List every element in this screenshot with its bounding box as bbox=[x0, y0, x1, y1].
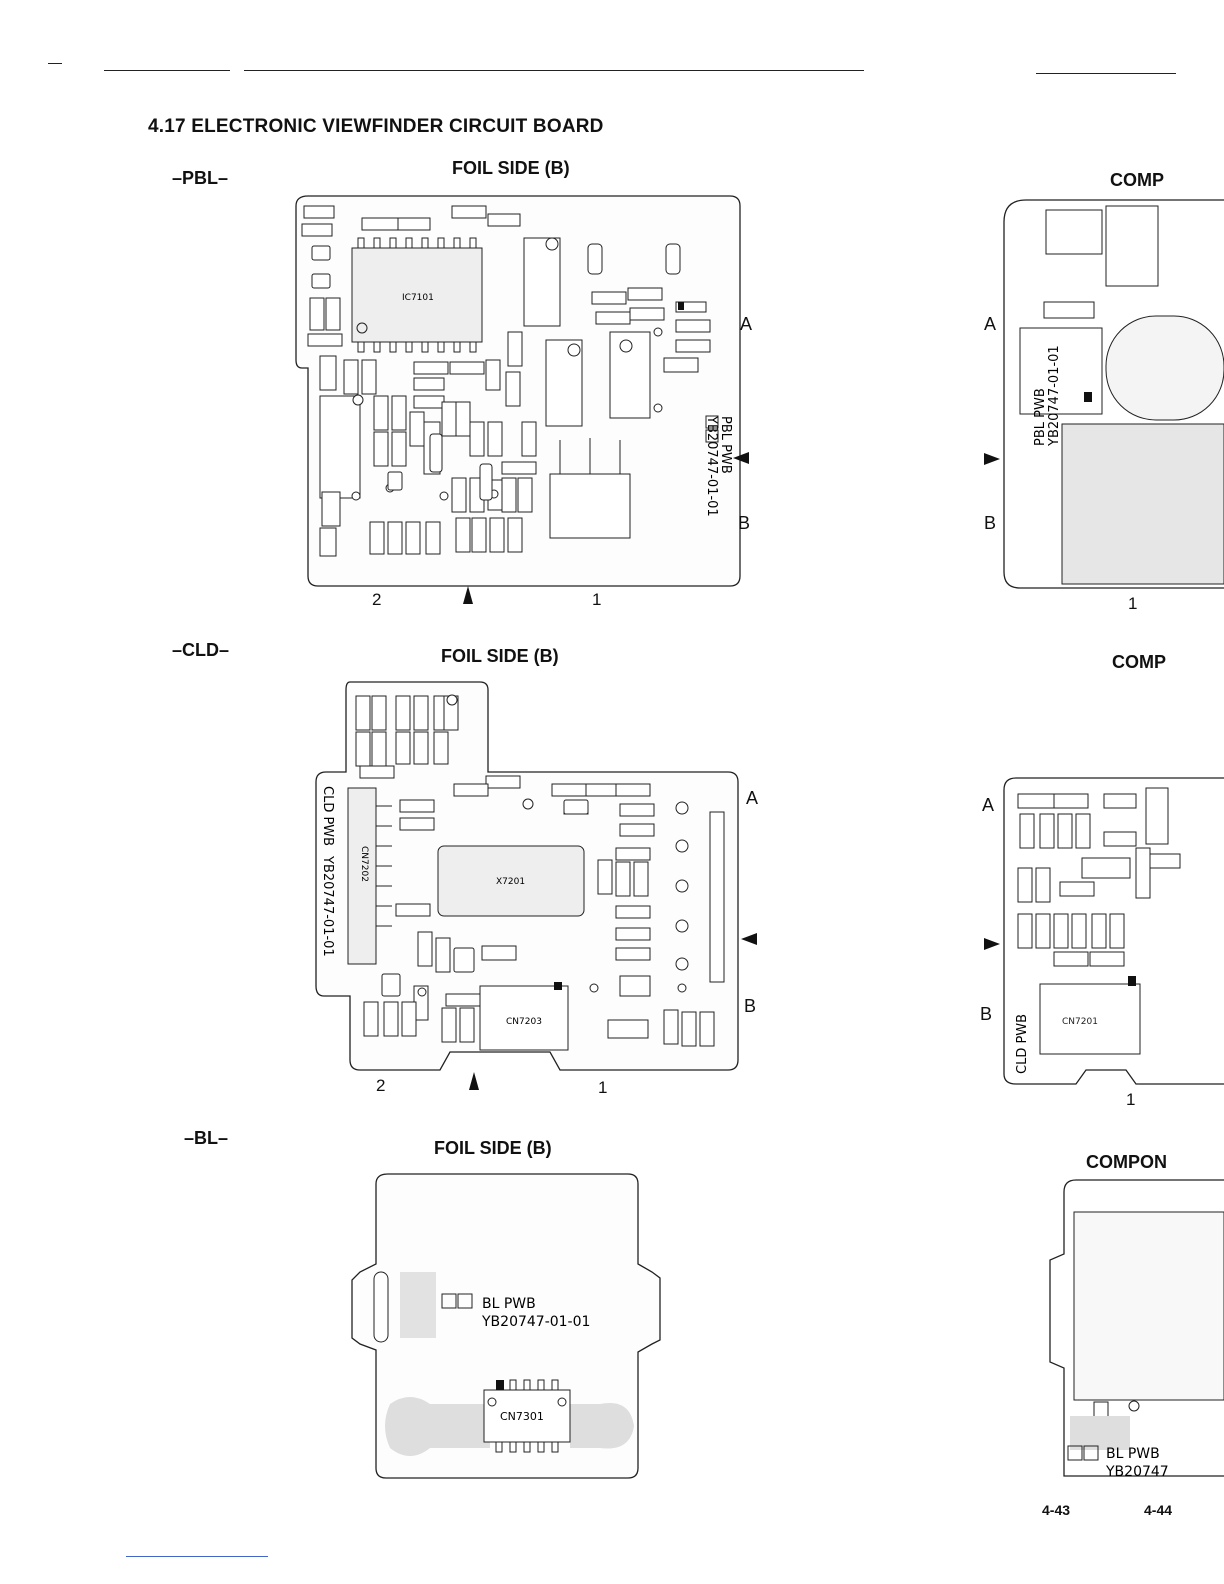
pbl-comp-row-b: B bbox=[984, 513, 997, 533]
top-rule-left-short bbox=[104, 70, 230, 71]
cld-row-b: B bbox=[744, 996, 757, 1016]
pbl-comp-pwb-number: YB20747-01-01 bbox=[1047, 345, 1062, 447]
cld-variant-label: –CLD– bbox=[172, 640, 230, 660]
bl-pwb-name: BL PWB bbox=[482, 1296, 536, 1312]
cld-comp-pointer bbox=[984, 938, 1000, 950]
bl-comp-header: COMPON bbox=[1086, 1152, 1167, 1172]
top-rule-tiny bbox=[48, 63, 62, 64]
pbl-comp-header: COMP bbox=[1110, 170, 1164, 190]
pbl-pwb-number: YB20747-01-01 bbox=[704, 415, 719, 517]
pbl-pwb-name: PBL PWB bbox=[718, 416, 733, 474]
page-number-left: 4-43 bbox=[1042, 1502, 1071, 1518]
pbl-foil-header: FOIL SIDE (B) bbox=[452, 158, 570, 178]
pbl-comp-row-a: A bbox=[984, 314, 997, 334]
bl-comp-pwb-name: BL PWB bbox=[1106, 1446, 1160, 1462]
cld-edge-left: 2 bbox=[376, 1076, 386, 1095]
top-rule-main bbox=[244, 70, 864, 71]
page-number-right: 4-44 bbox=[1144, 1502, 1173, 1518]
bottom-blue-rule bbox=[126, 1556, 268, 1557]
pbl-comp-pwb-name: PBL PWB bbox=[1033, 388, 1048, 446]
cld-xtal-label: X7201 bbox=[496, 877, 525, 887]
pbl-component-board: PBL PWB YB20747-01-01 bbox=[1003, 199, 1224, 589]
cld-pointer-right bbox=[741, 933, 757, 945]
pbl-pointer-right bbox=[733, 452, 749, 464]
top-rule-right bbox=[1036, 73, 1176, 74]
cld-pwb-number: YB20747-01-01 bbox=[320, 855, 335, 957]
section-title: 4.17 ELECTRONIC VIEWFINDER CIRCUIT BOARD bbox=[148, 116, 604, 137]
pbl-comp-edge: 1 bbox=[1128, 594, 1138, 613]
bl-foil-board: BL PWB YB20747-01-01 CN7301 bbox=[351, 1173, 661, 1479]
bl-pwb-number: YB20747-01-01 bbox=[481, 1314, 590, 1330]
pbl-comp-pointer bbox=[984, 453, 1000, 465]
cld-row-a: A bbox=[746, 788, 759, 808]
cld-conn2-label: CN7203 bbox=[506, 1017, 542, 1027]
cld-edge-right: 1 bbox=[598, 1078, 608, 1097]
cld-comp-edge: 1 bbox=[1126, 1090, 1136, 1109]
pbl-row-a: A bbox=[740, 314, 753, 334]
pbl-edge-right: 1 bbox=[592, 590, 602, 609]
cld-pwb-name: CLD PWB bbox=[320, 786, 335, 846]
cld-foil-board: X7201 CN7202 CN7203 CLD PWB YB20747-01-0… bbox=[315, 681, 739, 1071]
pbl-pointer-bottom bbox=[463, 586, 473, 604]
cld-comp-row-b: B bbox=[980, 1004, 993, 1024]
bl-foil-header: FOIL SIDE (B) bbox=[434, 1138, 552, 1158]
cld-comp-pwb-name: CLD PWB bbox=[1015, 1014, 1030, 1074]
bl-comp-pwb-number: YB20747 bbox=[1105, 1464, 1169, 1480]
cld-component-board: CN7201 CLD PWB bbox=[1003, 777, 1224, 1085]
cld-comp-row-a: A bbox=[982, 795, 995, 815]
cld-foil-header: FOIL SIDE (B) bbox=[441, 646, 559, 666]
cld-conn-label: CN7202 bbox=[359, 846, 369, 882]
pbl-variant-label: –PBL– bbox=[172, 168, 229, 188]
pbl-edge-left: 2 bbox=[372, 590, 382, 609]
bl-component-board: BL PWB YB20747 bbox=[1049, 1179, 1224, 1480]
bl-variant-label: –BL– bbox=[184, 1128, 229, 1148]
pbl-ic-label: IC7101 bbox=[402, 293, 434, 303]
cld-comp-header: COMP bbox=[1112, 652, 1166, 672]
pbl-foil-board: IC7101 bbox=[295, 195, 741, 587]
pbl-row-b: B bbox=[738, 513, 751, 533]
cld-pointer-bottom bbox=[469, 1072, 479, 1090]
svg-text:CN7201: CN7201 bbox=[1062, 1017, 1098, 1027]
bl-conn-label: CN7301 bbox=[500, 1410, 544, 1423]
